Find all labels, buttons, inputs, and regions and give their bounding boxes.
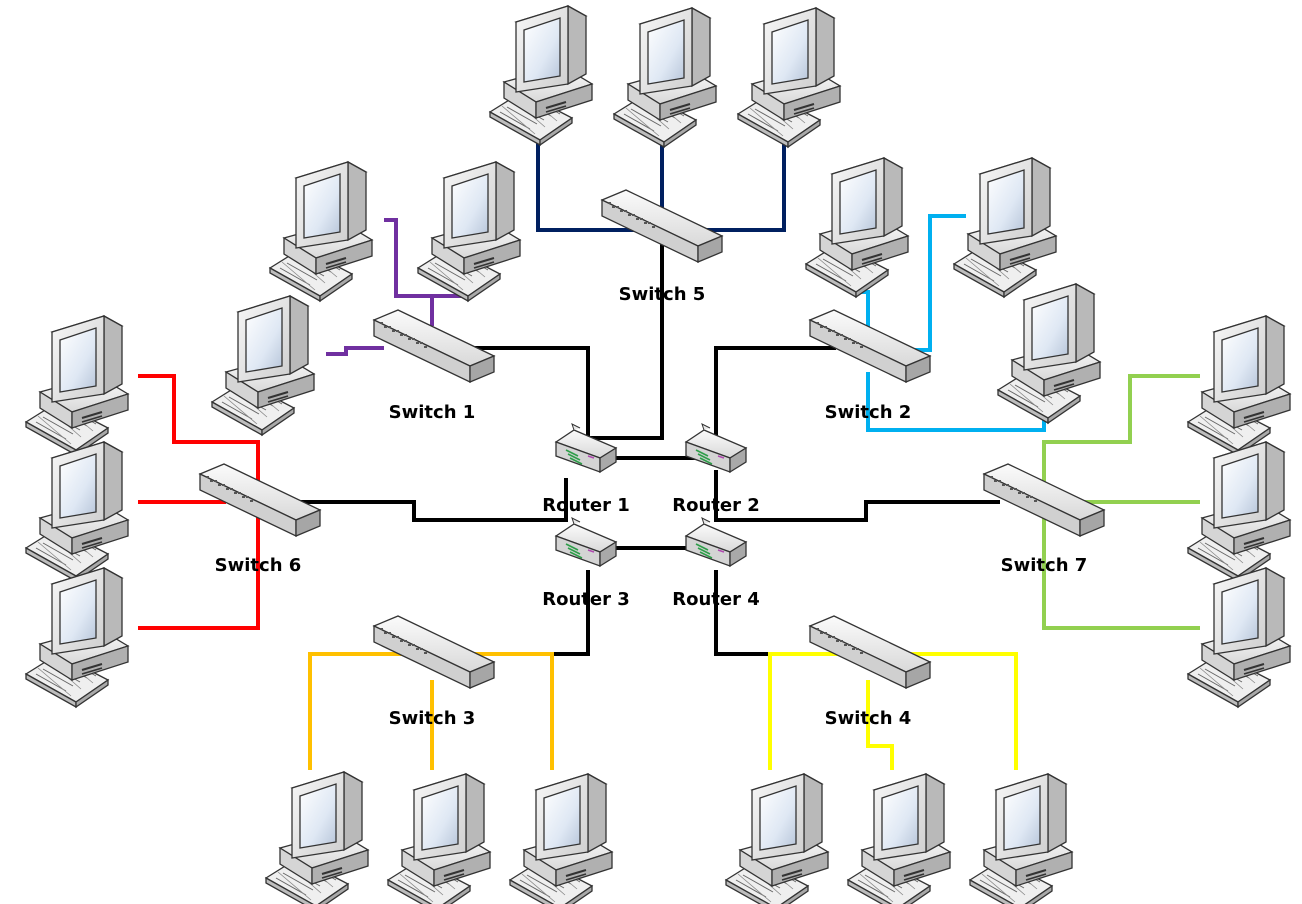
desktop-computer-icon [847,773,951,904]
backbone-links [290,230,1000,656]
link-router1-switch5 [590,230,664,440]
desktop-computer-icon [997,283,1101,424]
desktop-computer-icon [1187,315,1291,456]
desktop-computer-icon [1187,567,1291,708]
desktop-computer-icon [1187,441,1291,582]
desktop-computer-icon [25,441,129,582]
desktop-computer-icon [265,771,369,904]
link-router1-switch6 [290,478,568,522]
desktop-computer-icon [25,567,129,708]
switch4-label: Switch 4 [825,708,912,729]
desktop-computer-icon [737,7,841,148]
link-router3-switch3 [470,570,590,656]
desktop-computer-icon [953,157,1057,298]
router1-label: Router 1 [542,495,630,516]
switch1-label: Switch 1 [389,402,476,423]
link-router2-switch2 [714,346,836,440]
computers [25,5,1291,904]
desktop-computer-icon [805,157,909,298]
switch7-label: Switch 7 [1001,555,1088,576]
router2-label: Router 2 [672,495,760,516]
labels: Router 1 Router 2 Router 3 Router 4 Swit… [215,284,1088,729]
router-icon [555,517,617,567]
desktop-computer-icon [509,773,613,904]
desktop-computer-icon [25,315,129,456]
desktop-computer-icon [211,295,315,436]
desktop-computer-icon [387,773,491,904]
desktop-computer-icon [417,161,521,302]
link-router1-switch1 [470,346,590,438]
router-icon [685,517,747,567]
router4-label: Router 4 [672,589,760,610]
router3-label: Router 3 [542,589,630,610]
switch3-label: Switch 3 [389,708,476,729]
switch6-links [138,374,260,630]
switch7-links [1042,374,1200,630]
desktop-computer-icon [489,5,593,146]
desktop-computer-icon [725,773,829,904]
switch2-label: Switch 2 [825,402,912,423]
switch6-label: Switch 6 [215,555,302,576]
switch5-label: Switch 5 [619,284,706,305]
desktop-computer-icon [613,7,717,148]
desktop-computer-icon [269,161,373,302]
link-router2-switch7 [714,470,1000,522]
desktop-computer-icon [969,773,1073,904]
